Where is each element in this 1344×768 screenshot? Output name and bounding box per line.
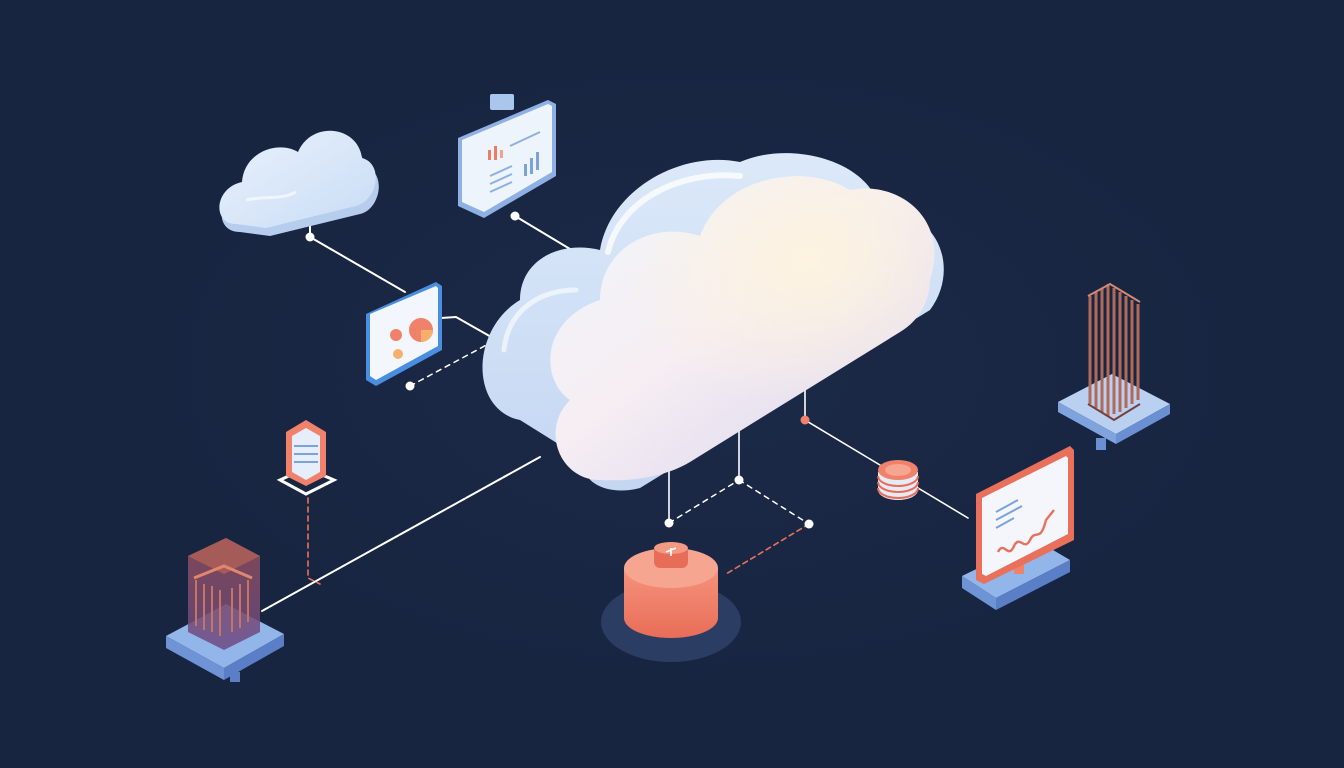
node-dot (305, 232, 315, 242)
database-cylinder-icon (601, 542, 741, 662)
line-pie-to-cloud (440, 315, 501, 343)
node-dot (804, 519, 814, 529)
node-dot (734, 475, 744, 485)
dashed-rack-down (307, 497, 321, 585)
dashed-diamond-left (668, 479, 740, 524)
dashed-to-database (725, 523, 810, 575)
server-rack-icon (276, 420, 338, 496)
dashed-pie-to-cloud (409, 341, 493, 387)
node-dot (405, 381, 415, 391)
vertical-bars-tower-icon (1058, 282, 1170, 450)
node-dot-accent (800, 415, 810, 425)
main-cloud-icon (482, 153, 944, 491)
coin-stack-icon (877, 460, 919, 500)
copper-server-block-icon (166, 538, 284, 682)
line-coins-to-monitor (917, 487, 969, 519)
node-dot (664, 518, 674, 528)
small-cloud-icon (219, 130, 379, 236)
dashboard-card-icon (458, 94, 556, 218)
pie-chart-card-icon (366, 282, 442, 386)
connector-lines (261, 213, 969, 612)
line-small-cloud-to-pie (309, 213, 406, 293)
connector-dots (305, 211, 814, 529)
line-cloud-to-coins (804, 381, 881, 466)
line-dashboard-to-cloud (514, 215, 576, 253)
dashed-diamond-right (738, 479, 810, 525)
line-server-block-to-cloud (261, 456, 541, 612)
analytics-monitor-icon (962, 446, 1074, 610)
node-dot (510, 211, 520, 221)
